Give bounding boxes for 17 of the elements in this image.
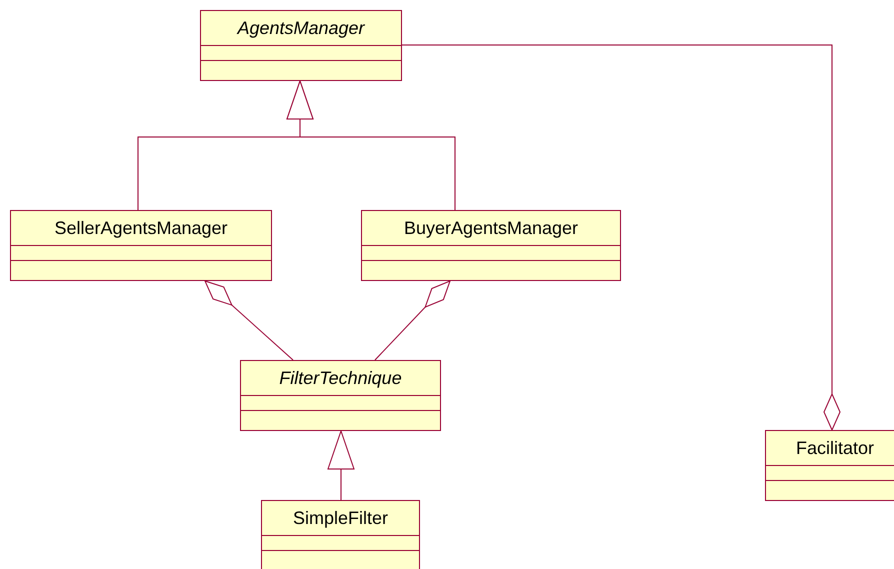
class-name: SellerAgentsManager — [54, 218, 228, 238]
class-box — [765, 430, 894, 501]
class-name: FilterTechnique — [279, 368, 402, 388]
class-name: AgentsManager — [237, 18, 365, 38]
class-box — [10, 210, 272, 281]
class-name: BuyerAgentsManager — [404, 218, 578, 238]
class-box — [261, 500, 420, 569]
generalization-arrow — [286, 80, 456, 210]
class-box — [240, 360, 441, 431]
generalization-arrow — [328, 430, 354, 500]
class-name: Facilitator — [796, 438, 874, 458]
class-name: SimpleFilter — [292, 508, 388, 528]
aggregation-connector — [374, 280, 450, 360]
aggregation-connector — [402, 44, 840, 430]
class-box — [200, 10, 402, 81]
class-box — [361, 210, 621, 281]
aggregation-connector — [204, 280, 294, 360]
